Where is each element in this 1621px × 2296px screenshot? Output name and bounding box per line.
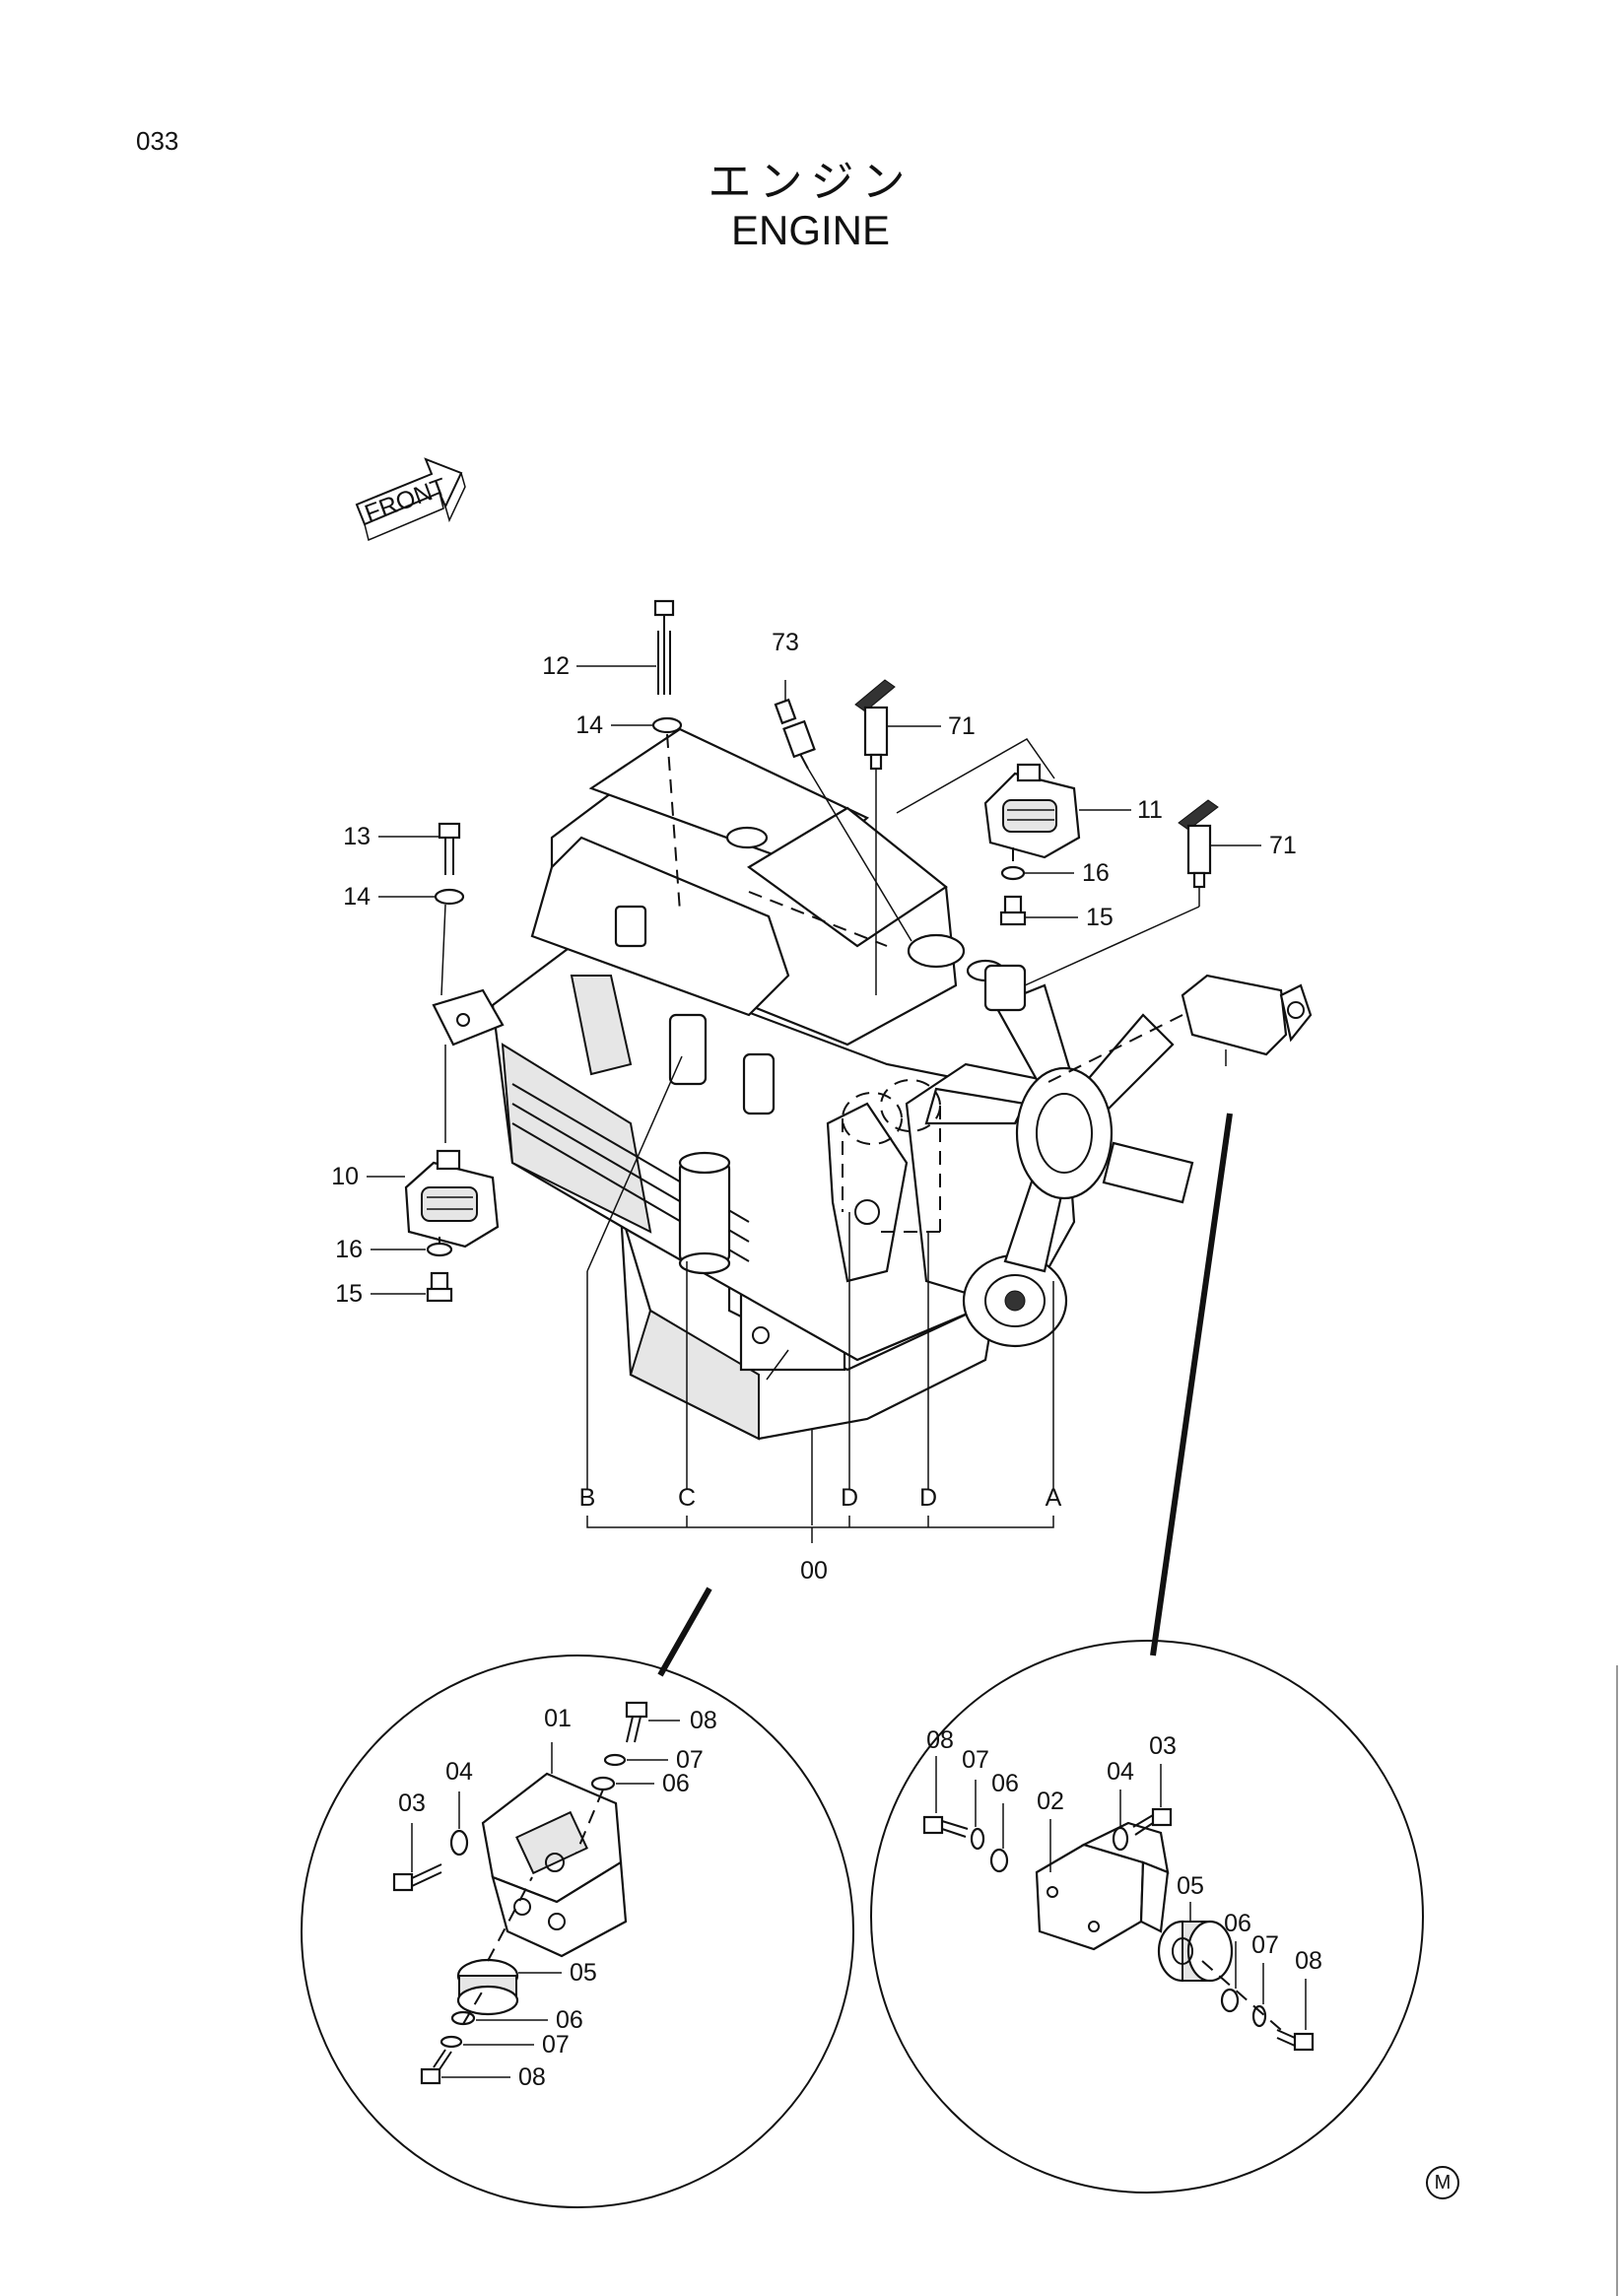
detail-right-06-top: 06 [991, 1770, 1019, 1797]
callout-15-left: 15 [335, 1280, 363, 1308]
m-mark-icon: M [1426, 2166, 1459, 2199]
page-title: ENGINE [730, 207, 891, 253]
callout-71-top: 71 [948, 712, 976, 740]
detail-left-07-top: 07 [676, 1746, 704, 1774]
front-label: FRONT [361, 473, 449, 528]
callout-73: 73 [772, 629, 799, 656]
detail-right-06-bottom: 06 [1224, 1910, 1251, 1937]
part-73-sensor: 73 [772, 629, 912, 942]
detail-left-06-bottom: 06 [556, 2006, 583, 2034]
detail-left-05: 05 [570, 1959, 597, 1987]
detail-right-04: 04 [1107, 1758, 1134, 1786]
group-letter-c: C [678, 1484, 696, 1512]
engine-assembly [432, 727, 1194, 1441]
assembly-label: 00 [800, 1557, 828, 1585]
part-12-bolt: 12 [542, 599, 675, 695]
part-16-washer-left: 16 [335, 1236, 453, 1263]
callout-13: 13 [343, 823, 371, 850]
group-letter-d-1: D [841, 1484, 858, 1512]
detail-view-left-mount: 01 08 07 06 04 03 [301, 1654, 854, 2208]
detail-left-06-top: 06 [662, 1770, 690, 1797]
callout-10: 10 [331, 1163, 359, 1190]
part-71-switch-right: 71 [1024, 799, 1297, 986]
callout-11: 11 [1137, 796, 1163, 824]
detail-right-07-bottom: 07 [1251, 1931, 1279, 1959]
detail-right-03: 03 [1149, 1732, 1177, 1760]
part-13-bolt: 13 [343, 822, 461, 875]
detail-left-08-bottom: 08 [518, 2063, 546, 2091]
detail-left-07-bottom: 07 [542, 2031, 570, 2059]
callout-14-top: 14 [575, 711, 603, 739]
detail-right-08-top: 08 [926, 1726, 954, 1754]
part-15-nut-left: 15 [335, 1271, 453, 1308]
part-14-washer-left: 14 [343, 883, 465, 1143]
detail-right-02: 02 [1037, 1788, 1064, 1815]
detail-view-right-mount: 08 07 06 02 04 03 [870, 1640, 1424, 2194]
rear-mount-bracket [1044, 974, 1313, 1085]
detail-left-08-top: 08 [690, 1707, 717, 1734]
page-title-japanese: エンジン [708, 157, 913, 207]
detail-left-03: 03 [398, 1790, 426, 1817]
fan-assembly [924, 983, 1194, 1273]
detail-left-04: 04 [445, 1758, 473, 1786]
detail-right-08-bottom: 08 [1295, 1947, 1322, 1975]
callout-16-right: 16 [1082, 859, 1110, 887]
callout-16-left: 16 [335, 1236, 363, 1263]
callout-71-right: 71 [1269, 832, 1297, 859]
callout-14-left: 14 [343, 883, 371, 911]
part-14-washer: 14 [575, 711, 683, 912]
detail-right-07-top: 07 [962, 1746, 989, 1774]
part-16-washer-right: 16 [1000, 859, 1110, 887]
detail-left-01: 01 [544, 1705, 572, 1732]
front-arrow-icon: FRONT [355, 457, 466, 542]
group-letter-b: B [579, 1484, 596, 1512]
callout-15-right: 15 [1086, 904, 1114, 931]
group-letter-a: A [1046, 1484, 1062, 1512]
part-11-engine-mount: 11 [983, 763, 1163, 867]
page-number: 033 [136, 126, 179, 156]
part-15-nut-right: 15 [999, 895, 1114, 931]
part-10-engine-mount: 10 [331, 1149, 500, 1249]
callout-12: 12 [542, 652, 570, 680]
group-letter-d-2: D [919, 1484, 937, 1512]
detail-right-05: 05 [1177, 1872, 1204, 1900]
part-71-switch-top: 71 [854, 679, 976, 995]
